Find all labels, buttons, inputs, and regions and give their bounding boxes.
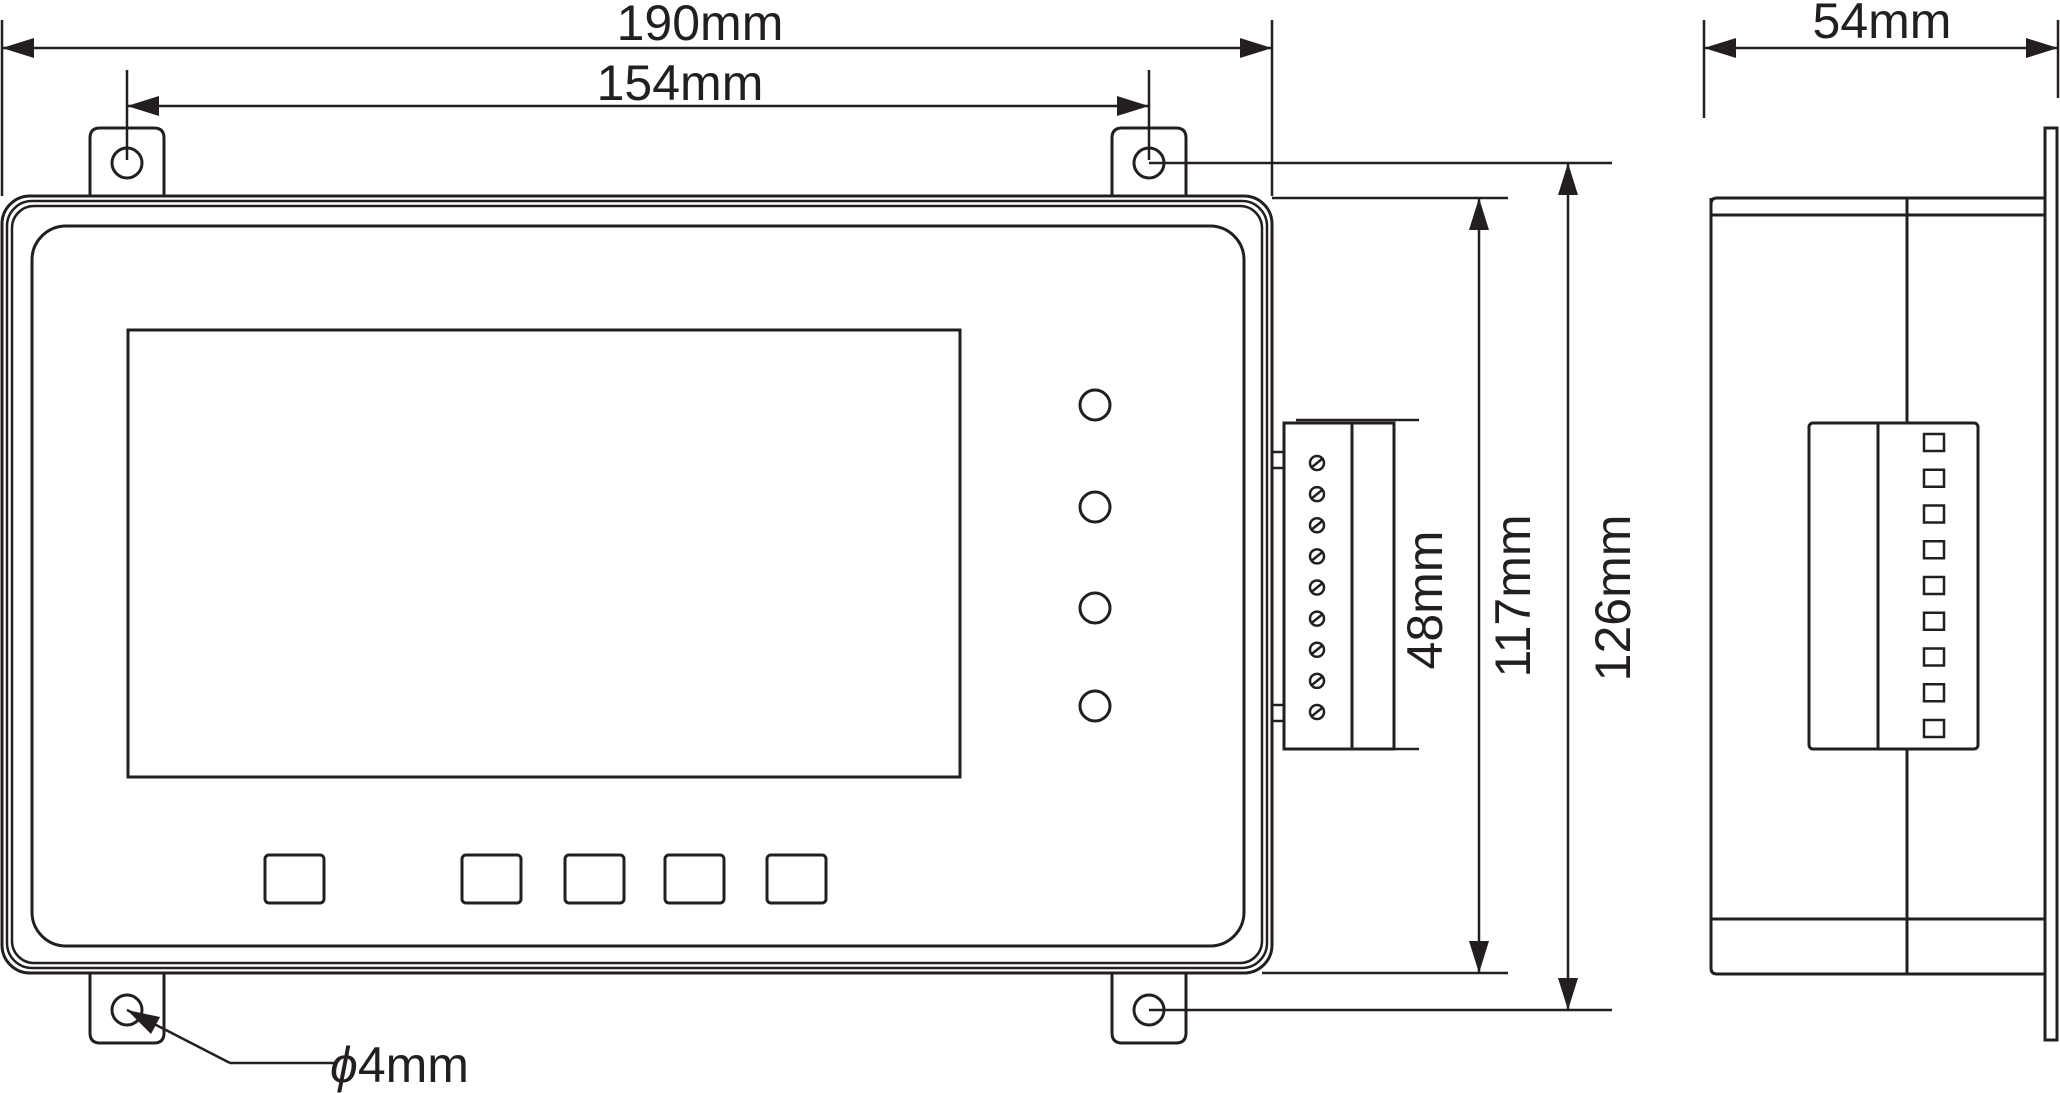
terminal-screw	[1308, 610, 1326, 627]
terminal-screw	[1308, 548, 1326, 565]
indicator-light-2	[1078, 490, 1112, 524]
terminal-screw	[1308, 454, 1326, 472]
side-terminal-slot	[1922, 468, 1946, 488]
dimension-label-117: 117mm	[1485, 514, 1541, 677]
side-terminal-slot	[1922, 611, 1946, 631]
arrowhead-top	[1469, 198, 1489, 230]
terminal-screw-slot	[1311, 458, 1323, 468]
side-terminal-slot	[1922, 504, 1946, 524]
side-terminal-slot	[1922, 540, 1946, 560]
terminal-screw	[1308, 485, 1326, 503]
diameter-symbol: ϕ	[330, 1037, 358, 1093]
front-view	[0, 126, 1419, 1045]
enclosure-outline-2	[5, 199, 1269, 970]
terminal-screw-slot	[1311, 675, 1323, 686]
dimension-label-154: 154mm	[597, 55, 764, 111]
dimension-overall-width: 190mm	[0, 0, 1274, 196]
side-terminal-block	[1807, 421, 1980, 751]
terminal-clip-bottom	[1270, 703, 1286, 723]
terminal-screw-slot	[1311, 551, 1323, 562]
side-terminal-slot	[1922, 683, 1946, 703]
indicator-light-3	[1078, 591, 1112, 625]
terminal-screw-slot	[1311, 582, 1323, 593]
terminal-screw-slot	[1311, 489, 1323, 500]
arrowhead-bottom	[1558, 978, 1578, 1010]
arrowhead-left	[2, 38, 34, 58]
indicator-lights	[1078, 388, 1112, 723]
display-window	[126, 328, 962, 779]
panel-button-3	[563, 853, 626, 905]
mounting-tab-bottom-right	[1110, 958, 1188, 1045]
dimension-hole-spacing: 154mm	[125, 55, 1151, 160]
arrowhead-right	[1240, 38, 1272, 58]
terminal-screw	[1308, 703, 1326, 721]
arrowhead-right	[1117, 96, 1149, 116]
mounting-tab-top-right	[1110, 126, 1188, 207]
side-terminal-slots	[1922, 432, 1946, 739]
terminal-clip-top	[1270, 450, 1286, 470]
indicator-light-1	[1078, 388, 1112, 422]
terminal-block	[1270, 418, 1419, 751]
terminal-plug	[1350, 421, 1396, 751]
terminal-screw-slot	[1311, 520, 1323, 531]
mounting-tab-top-left	[88, 126, 166, 207]
leader-arrowhead	[127, 1010, 160, 1034]
diameter-value: 4mm	[358, 1037, 469, 1093]
panel-button-5	[765, 853, 828, 905]
side-terminal-slot	[1922, 575, 1946, 596]
front-panel	[30, 224, 1246, 948]
mounting-hole-bottom-left	[110, 993, 144, 1027]
arrowhead-left	[127, 96, 159, 116]
arrowhead-bottom	[1469, 941, 1489, 973]
terminal-screws	[1308, 454, 1326, 721]
indicator-light-4	[1078, 689, 1112, 723]
panel-buttons	[263, 853, 828, 905]
dimension-label-54: 54mm	[1813, 0, 1952, 49]
arrowhead-right	[2026, 38, 2058, 58]
dimension-hole-diameter: ϕ4mm	[126, 1008, 469, 1093]
terminal-screw-slot	[1311, 644, 1323, 655]
enclosure-outer	[0, 194, 1274, 975]
panel-button-1	[263, 853, 326, 905]
terminal-screw-slot	[1311, 707, 1323, 717]
arrowhead-top	[1558, 163, 1578, 195]
dimension-label-126: 126mm	[1585, 515, 1641, 682]
enclosure-outline-3	[10, 204, 1264, 965]
dimension-label-diameter: ϕ4mm	[330, 1037, 469, 1093]
terminal-screw	[1308, 641, 1326, 658]
dimension-terminal-height: 48mm	[1394, 531, 1453, 751]
side-mounting-plate	[2043, 126, 2059, 1042]
panel-button-2	[460, 853, 523, 905]
dimension-overall-height: 126mm	[1149, 161, 1641, 1012]
side-terminal-slot	[1922, 718, 1946, 739]
mounting-tabs	[88, 126, 1188, 1045]
dimension-label-48: 48mm	[1397, 531, 1453, 670]
arrowhead-left	[1704, 38, 1736, 58]
dimension-label-190: 190mm	[617, 0, 784, 51]
terminal-screw	[1308, 579, 1326, 596]
terminal-screw	[1308, 517, 1326, 534]
side-view	[1709, 126, 2059, 1042]
panel-button-4	[663, 853, 726, 905]
terminal-screw-slot	[1311, 613, 1323, 624]
side-terminal-slot	[1922, 432, 1946, 453]
dimension-depth: 54mm	[1702, 0, 2060, 118]
dimension-body-height: 117mm	[1262, 196, 1541, 975]
terminal-screw	[1308, 672, 1326, 690]
side-terminal-body	[1807, 421, 1980, 751]
side-terminal-slot	[1922, 647, 1946, 667]
